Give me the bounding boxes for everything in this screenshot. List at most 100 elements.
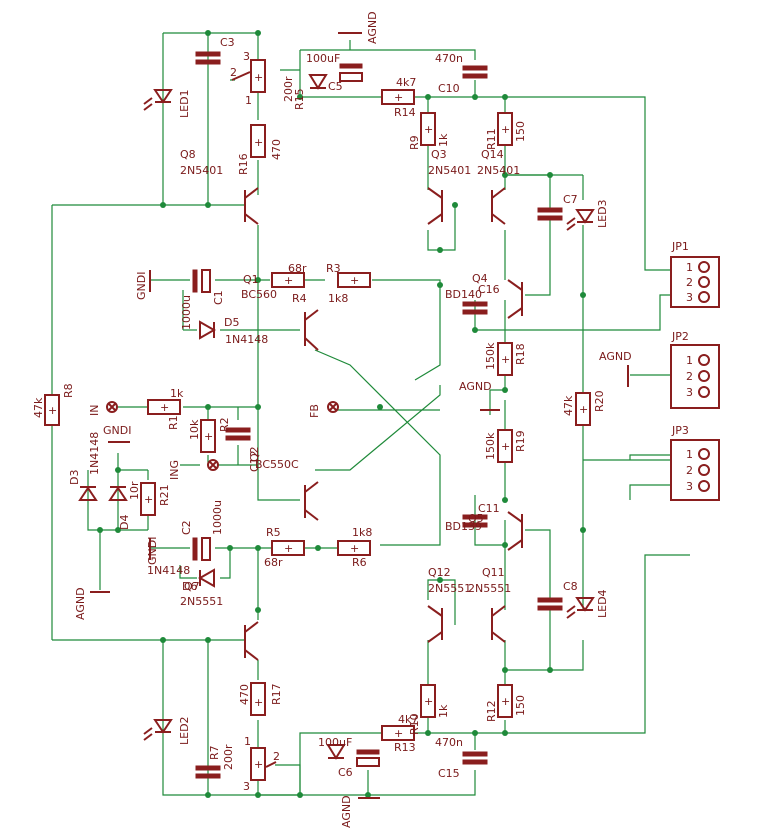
r17-value: 470	[238, 684, 251, 705]
fb-label: FB	[308, 404, 321, 418]
transistor-q11	[491, 605, 506, 643]
r21-value: 10r	[128, 481, 141, 500]
q2-part: BC550C	[255, 458, 299, 471]
trimmer-bottom-pin-2: 2	[273, 750, 280, 763]
jp2-body	[670, 344, 720, 409]
resistor-r11	[497, 112, 513, 146]
agnd-top: AGND	[366, 11, 379, 44]
capacitor-c8	[537, 597, 563, 611]
capacitor-c7	[537, 207, 563, 221]
svg-text:+: +	[579, 403, 588, 416]
svg-text:+: +	[284, 542, 293, 555]
resistor-r10	[420, 684, 436, 718]
jp2-pin-1: 1	[686, 354, 693, 367]
svg-text:+: +	[204, 430, 213, 443]
d3-part: 1N4148	[88, 432, 101, 475]
agnd-mid: AGND	[459, 380, 492, 393]
jp3-pin-1: 1	[686, 448, 693, 461]
r12-value: 150	[514, 695, 527, 716]
agnd-jp2: AGND	[599, 350, 632, 363]
q7-ref: Q7	[184, 580, 200, 593]
resistor-r5	[271, 540, 305, 556]
jp2-ref: JP2	[671, 330, 689, 343]
resistor-plus-marks: + + + + + + + + + + + + + + + + + + + + …	[48, 71, 588, 771]
r13-value: 4k7	[398, 713, 418, 726]
jp1-pin-2: 2	[686, 276, 693, 289]
r4-value: 68r	[288, 262, 307, 275]
trimmer-r7	[250, 747, 266, 781]
diodes	[78, 74, 595, 760]
svg-text:+: +	[424, 123, 433, 136]
jp1-body	[670, 256, 720, 308]
resistor-r8	[44, 394, 60, 426]
resistor-r1	[147, 399, 181, 415]
r12-ref: R12	[485, 700, 498, 722]
resistor-r9	[420, 112, 436, 146]
transistor-q2	[304, 481, 319, 521]
q1-part: BC560	[241, 288, 277, 301]
r16-value: 470	[270, 139, 283, 160]
svg-text:+: +	[501, 695, 510, 708]
led2-ref: LED2	[178, 716, 191, 745]
r9-value: 1k	[437, 133, 450, 147]
c7-ref: C7	[563, 193, 578, 206]
capacitor-c16	[462, 301, 488, 315]
resistor-r19	[497, 429, 513, 463]
trimmer-r15	[250, 59, 266, 93]
capacitor-c3	[195, 51, 221, 65]
capacitor-c10	[462, 65, 488, 79]
r15-ref: R15	[293, 88, 306, 110]
svg-text:+: +	[254, 696, 263, 709]
led4-ref: LED4	[596, 589, 609, 618]
c2-ref: C2	[180, 520, 193, 535]
r11-ref: R11	[485, 128, 498, 150]
led1-ref: LED1	[178, 89, 191, 118]
jp1-pin-3: 3	[686, 291, 693, 304]
q11-part: 2N5551	[468, 582, 511, 595]
trimmer-top-pin-2: 2	[230, 66, 237, 79]
jp2-pin-3: 3	[686, 386, 693, 399]
d5-part: 1N4148	[225, 333, 268, 346]
q11-ref: Q11	[482, 566, 505, 579]
transistor-q3	[427, 187, 443, 225]
transistor-q12	[427, 605, 443, 643]
resistor-r2	[200, 419, 216, 453]
jp1-pin-1: 1	[686, 261, 693, 274]
r15-value: 200r	[282, 76, 295, 102]
resistor-r20	[575, 392, 591, 426]
r18-ref: R18	[514, 343, 527, 365]
electrolytic-c6	[356, 749, 380, 767]
jp3-ref: JP3	[671, 424, 689, 437]
c6-value: 100uF	[318, 736, 352, 749]
in-label: IN	[88, 405, 101, 416]
svg-text:+: +	[48, 404, 57, 417]
agnd-bottom: AGND	[340, 795, 353, 828]
q1-ref: Q1	[243, 273, 259, 286]
led3-ref: LED3	[596, 199, 609, 228]
r11-value: 150	[514, 121, 527, 142]
svg-text:+: +	[424, 695, 433, 708]
r8-value: 47k	[32, 397, 45, 418]
r7-ref: R7	[208, 745, 221, 760]
svg-text:+: +	[254, 71, 263, 84]
labels: Q8 2N5401 C3 R16 470 R15 200r LED1 3 2 1…	[32, 11, 693, 828]
r5-value: 68r	[264, 556, 283, 569]
capacitor-c7b	[195, 765, 221, 779]
q5-ref: Q5	[468, 512, 484, 525]
q12-part: 2N5551	[428, 582, 471, 595]
capacitors	[192, 51, 563, 779]
c10-ref: C10	[438, 82, 460, 95]
c5-ref: C5	[328, 80, 343, 93]
electrolytic-c5	[339, 63, 363, 82]
r14-ref: R14	[394, 106, 416, 119]
d4-ref: D4	[118, 515, 131, 530]
ing-label: ING	[168, 460, 181, 480]
c10-value: 470n	[435, 52, 463, 65]
r18-value: 150k	[484, 342, 497, 370]
c15-value: 470n	[435, 736, 463, 749]
q14-ref: Q14	[481, 148, 504, 161]
signal-pads	[106, 401, 339, 471]
r14-value: 4k7	[396, 76, 416, 89]
jp1-ref: JP1	[671, 240, 689, 253]
r3-value: 1k8	[328, 292, 348, 305]
